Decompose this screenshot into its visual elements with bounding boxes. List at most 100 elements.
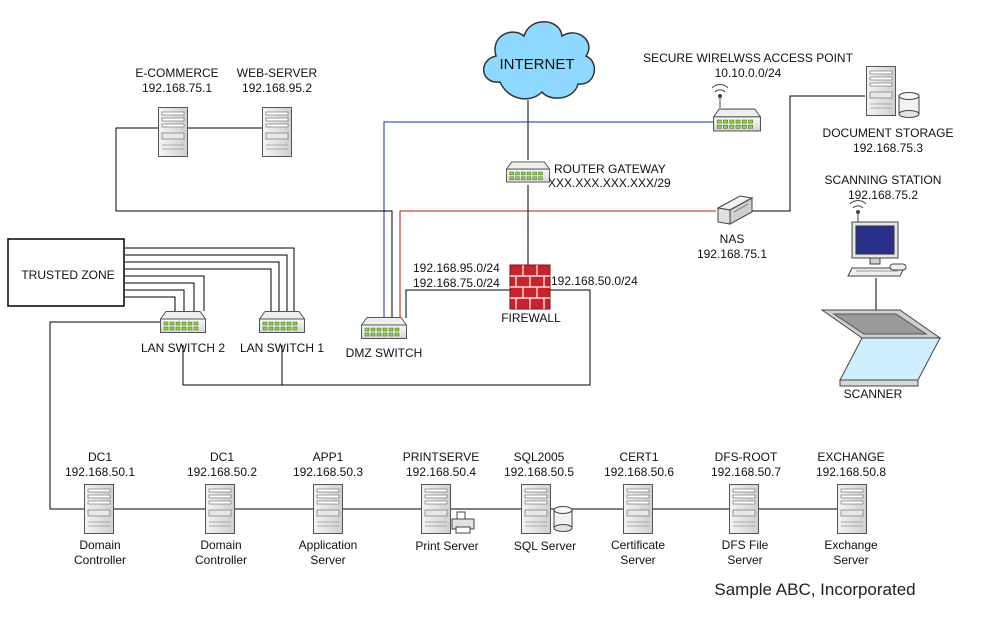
server-name: SQL2005 [514,450,565,464]
server-ip: 192.168.50.1 [65,465,135,479]
firewall-label: FIREWALL [501,311,561,325]
server-sql2005: SQL2005 192.168.50.5 SQL Server [504,450,576,553]
link-firewall-lan [182,289,591,386]
nas-icon [716,195,754,225]
docstorage-ip: 192.168.75.3 [853,141,923,155]
lan-switch-1-label: LAN SWITCH 1 [240,341,324,355]
server-role-1: Domain [200,538,241,552]
server-name: PRINTSERVE [403,450,479,464]
server-name: EXCHANGE [817,450,884,464]
server-ip: 192.168.50.6 [604,465,674,479]
link-dmz-firewall [405,289,510,318]
dmz-server-ecommerce: E-COMMERCE 192.168.75.1 [135,66,219,158]
router-gateway: ROUTER GATEWAY XXX.XXX.XXX.XXX/29 [506,161,671,190]
ap-name: SECURE WIRELWSS ACCESS POINT [643,51,853,65]
server-dc1-b: DC1 192.168.50.2 Domain Controller [187,450,257,567]
lan-switch-2-label: LAN SWITCH 2 [141,341,225,355]
link-tz-lan2-b [125,282,195,311]
server-icon [313,483,343,535]
station-ip: 192.168.75.2 [848,188,918,202]
firewall-icon [509,264,551,310]
server-icon [421,483,451,535]
server-dc1-a: DC1 192.168.50.1 Domain Controller [65,450,135,567]
server-name: DC1 [88,450,112,464]
link-nas-docstorage [750,95,865,212]
server-ip: 192.168.50.7 [711,465,781,479]
internet-cloud: INTERNET [483,21,596,100]
server-ip: 192.168.50.5 [504,465,574,479]
server-role-1: Exchange [824,538,878,552]
link-nas-dmz [399,210,716,318]
nas-ip: 192.168.75.1 [697,247,767,261]
server-role-2: Server [310,553,345,567]
server-role-1: Certificate [611,538,665,552]
firewall: FIREWALL 192.168.95.0/24 192.168.75.0/24… [413,261,638,325]
server-icon [729,483,759,535]
router-name: ROUTER GATEWAY [554,162,666,176]
server-app1: APP1 192.168.50.3 Application Server [293,450,363,567]
server-ip: 192.168.50.3 [293,465,363,479]
server-role-1: Application [299,538,358,552]
scanner: SCANNER [820,309,942,401]
link-lan2-server-bus [49,321,160,510]
webserver-name: WEB-SERVER [237,66,318,80]
link-tz-lan2-c [125,289,185,311]
server-role-2: Server [833,553,868,567]
webserver-ip: 192.168.95.2 [242,81,312,95]
server-ip: 192.168.50.8 [816,465,886,479]
internet-label: INTERNET [500,56,575,73]
server-name: DFS-ROOT [715,450,778,464]
access-point: SECURE WIRELWSS ACCESS POINT 10.10.0.0/2… [643,51,854,132]
server-icon [158,106,188,158]
docstorage-name: DOCUMENT STORAGE [823,126,954,140]
ecommerce-name: E-COMMERCE [135,66,218,80]
server-role-2: Controller [195,553,247,567]
router-ip: XXX.XXX.XXX.XXX/29 [548,176,671,190]
switch-icon [361,316,407,340]
company-name: Sample ABC, Incorporated [714,580,915,599]
link-tz-lan1-d [125,268,272,311]
connections [49,95,877,510]
nas: NAS 192.168.75.1 [697,195,767,261]
link-tz-lan1-b [125,254,288,311]
server-role-1: Domain [79,538,120,552]
station-name: SCANNING STATION [825,173,942,187]
server-role-2: Server [727,553,762,567]
server-icon [837,483,867,535]
server-role-2: Server [620,553,655,567]
database-icon [898,92,920,118]
firewall-left-net-1: 192.168.95.0/24 [413,261,500,275]
server-icon [866,66,896,116]
ap-ip: 10.10.0.0/24 [715,66,782,80]
link-tz-lan1-a [125,247,295,311]
printer-icon [451,511,475,534]
firewall-left-net-2: 192.168.75.0/24 [413,276,500,290]
server-icon [521,483,551,535]
server-exchange: EXCHANGE 192.168.50.8 Exchange Server [816,450,886,567]
server-icon [623,483,653,535]
server-dfs-root: DFS-ROOT 192.168.50.7 DFS File Server [711,450,781,567]
server-ip: 192.168.50.2 [187,465,257,479]
router-icon [506,161,550,183]
link-tz-lan1-c [125,261,280,311]
lan-switch-2: LAN SWITCH 2 [141,310,225,355]
ecommerce-ip: 192.168.75.1 [142,81,212,95]
dmz-server-webserver: WEB-SERVER 192.168.95.2 [237,66,318,158]
server-icon [262,106,292,158]
server-cert1: CERT1 192.168.50.6 Certificate Server [604,450,674,567]
scanning-station: SCANNING STATION 192.168.75.2 [825,173,942,277]
server-role-1: Print Server [415,539,478,553]
dmz-switch: DMZ SWITCH [346,316,423,360]
server-icon [84,483,114,535]
server-role-1: DFS File [722,538,769,552]
server-role-2: Controller [74,553,126,567]
link-tz-lan2-d [125,296,176,311]
dmz-switch-label: DMZ SWITCH [346,346,423,360]
server-icon [205,483,235,535]
link-internet-dmz [383,121,718,318]
server-printserve: PRINTSERVE 192.168.50.4 Print Server [403,450,479,553]
trusted-zone: TRUSTED ZONE [7,238,125,307]
link-ecommerce-dmz [115,127,393,318]
scanner-icon [820,309,942,387]
switch-icon [259,310,305,334]
